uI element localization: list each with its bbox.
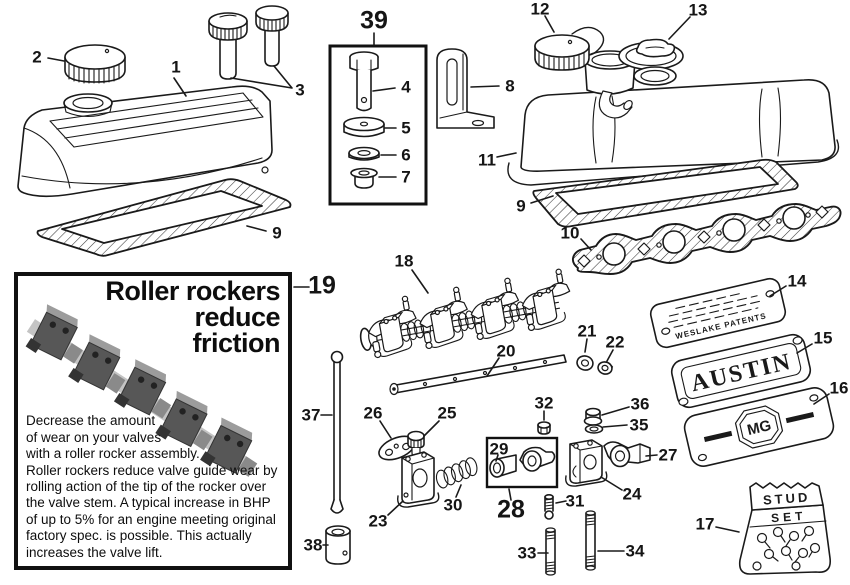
callout-29: 29 [489, 439, 509, 459]
stud-34-drawing [585, 510, 596, 571]
pushrod-drawing [330, 350, 344, 514]
bracket-drawing [436, 48, 495, 129]
callout-13: 13 [688, 0, 708, 20]
callout-30: 30 [443, 495, 463, 515]
promo-headline-line: friction [192, 328, 281, 359]
promo-body-line: with a roller rocker assembly. [26, 446, 200, 462]
promo-body-line: of wear on your valves [26, 429, 162, 445]
cap-seal-drawing [618, 38, 684, 86]
callout-16: 16 [829, 378, 849, 398]
spring-drawing [435, 457, 478, 489]
weslake-plate-drawing: WESLAKE PATENTS [649, 277, 787, 349]
callout-10: 10 [560, 223, 580, 243]
callout-17: 17 [695, 514, 715, 534]
callout-37: 37 [301, 405, 321, 425]
mg-plate-drawing: MG [683, 387, 835, 467]
stud-set-bag-drawing: STUD SET [738, 482, 832, 575]
callout-28: 28 [497, 495, 525, 524]
stud-bag-word1: STUD [763, 489, 811, 507]
manifold-gasket-drawing [572, 203, 842, 275]
oil-cap-drawing [64, 44, 126, 84]
callout-36: 36 [630, 394, 650, 414]
callout-34: 34 [625, 541, 645, 561]
nut-washer-drawing [583, 407, 604, 434]
callout-3: 3 [295, 80, 305, 100]
callout-1: 1 [171, 57, 181, 77]
promo-headline: Roller rockers reduce friction [105, 276, 281, 359]
callout-32: 32 [534, 393, 554, 413]
rocker-assembly-drawing [359, 267, 576, 359]
callout-4: 4 [401, 77, 411, 97]
promo-body-line: factory spec. is possible. This actually [26, 528, 252, 544]
small-nut-drawing [537, 421, 551, 435]
vented-cap-drawing [534, 26, 605, 71]
callout-18: 18 [394, 251, 414, 271]
cover-gasket-left-drawing [36, 178, 292, 257]
leader-lines [47, 15, 830, 554]
rocker-cover-top-left-drawing [17, 85, 273, 198]
callout-7: 7 [401, 167, 411, 187]
promo-body-line: Roller rockers reduce valve guide wear b… [26, 462, 278, 478]
bush-kit-box-drawing [485, 436, 559, 489]
callout-9-right: 9 [516, 196, 526, 216]
promo-body-line: rolling action of the tip of the rocker … [26, 478, 267, 494]
callout-33: 33 [517, 543, 537, 563]
callout-6: 6 [401, 145, 411, 165]
tappet-drawing [325, 525, 351, 565]
small-stud-drawing [544, 493, 554, 520]
callout-5: 5 [401, 118, 411, 138]
rocker-shaft-drawing [389, 354, 567, 396]
callout-39: 39 [360, 6, 388, 35]
fitting-kit-box-drawing [328, 44, 428, 206]
callout-9-left: 9 [272, 223, 282, 243]
rocker-arm-drawing [603, 441, 651, 468]
callout-24: 24 [622, 484, 642, 504]
roller-rocker-photo [25, 304, 271, 488]
promo-headline-line: Roller rockers [105, 276, 280, 306]
locating-plate-drawing [378, 435, 416, 461]
promo-body-line: increases the valve lift. [26, 544, 163, 560]
callout-22: 22 [605, 332, 625, 352]
callout-38: 38 [303, 535, 323, 555]
promo-headline-line: reduce [194, 302, 280, 333]
promo-body: Decrease the amount of wear on your valv… [26, 413, 277, 561]
shaft-washers-drawing [576, 355, 614, 375]
callout-12: 12 [530, 0, 550, 19]
promo-box: Roller rockers reduce friction Decrease … [14, 272, 292, 570]
callout-23: 23 [368, 511, 388, 531]
callout-2: 2 [32, 47, 42, 67]
promo-body-line: the valve stem. A typical increase in BH… [26, 495, 271, 511]
callout-25: 25 [437, 403, 457, 423]
cover-gasket-right-drawing [532, 158, 799, 228]
callout-8: 8 [505, 76, 515, 96]
cover-thumbscrews-drawing [208, 5, 289, 80]
pedestal-rear-drawing [565, 439, 608, 487]
callout-11: 11 [478, 150, 496, 170]
callout-20: 20 [496, 341, 516, 361]
promo-body-line: of up to 5% for an engine meeting origin… [26, 511, 276, 527]
callout-15: 15 [813, 328, 833, 348]
pedestal-front-drawing [397, 451, 440, 508]
callout-19: 19 [308, 271, 336, 300]
callout-31: 31 [565, 491, 585, 511]
stud-bag-word2: SET [771, 509, 807, 525]
stud-33-drawing [545, 527, 556, 576]
callout-21: 21 [577, 321, 597, 341]
callout-35: 35 [629, 415, 649, 435]
mg-monogram-text: MG [746, 417, 773, 439]
callout-27: 27 [658, 445, 678, 465]
promo-body-line: Decrease the amount [26, 413, 156, 429]
callout-26: 26 [363, 403, 383, 423]
callout-14: 14 [787, 271, 807, 291]
